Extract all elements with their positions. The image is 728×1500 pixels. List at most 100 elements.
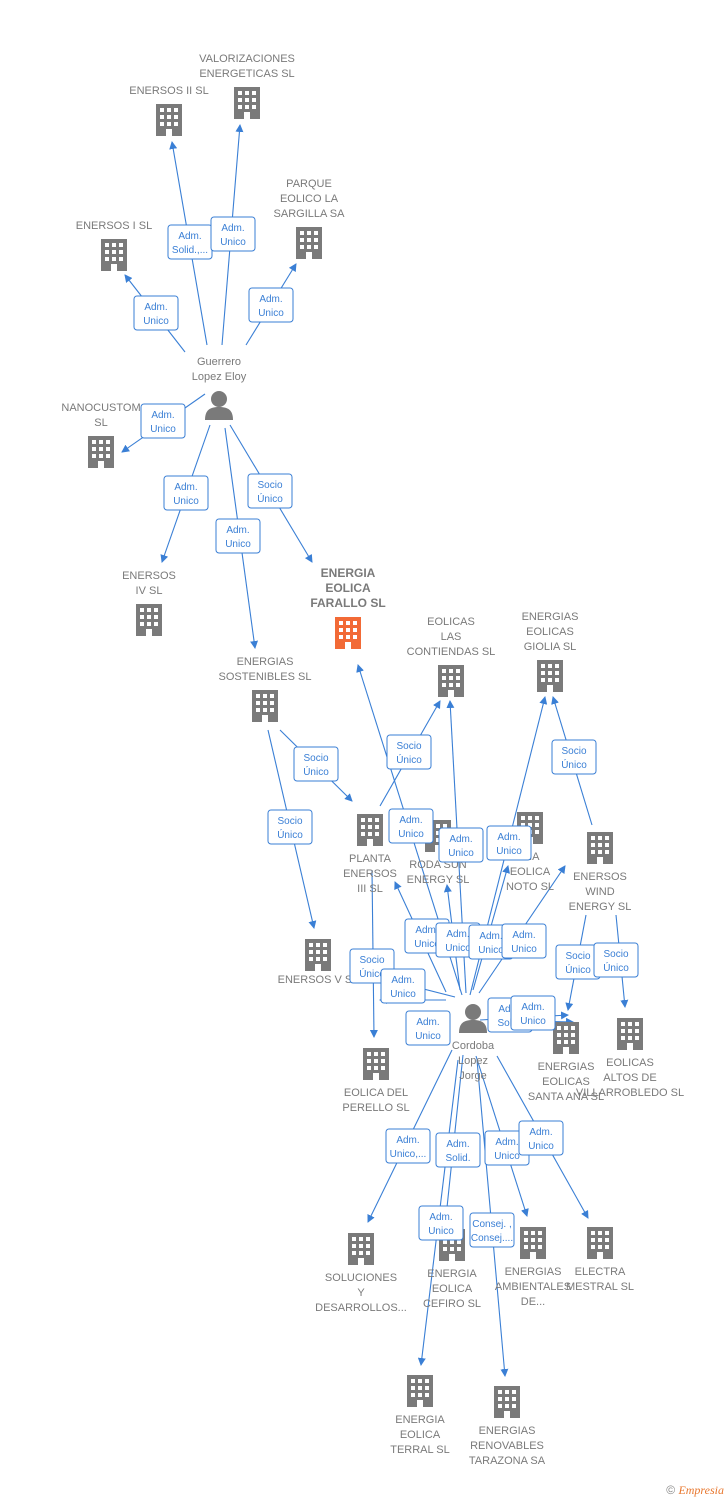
building-icon — [357, 814, 383, 846]
person-icon — [459, 1004, 487, 1033]
building-icon — [494, 1386, 520, 1418]
relation-label[interactable]: Adm.Unico — [484, 1130, 530, 1166]
relation-box — [140, 403, 186, 439]
relation-text: Unico — [511, 944, 537, 955]
company-node[interactable]: ENERSOS II SL — [129, 85, 209, 136]
relation-box — [405, 1010, 451, 1046]
relation-label[interactable]: Adm.Unico — [518, 1120, 564, 1156]
company-node[interactable]: ENERSOS I SL — [76, 220, 152, 271]
relation-text: Socio — [257, 480, 282, 491]
relation-label[interactable]: Consej. ,Consej.... — [469, 1212, 515, 1248]
relation-label[interactable]: Adm.Unico — [418, 1205, 464, 1241]
node-label: EOLICAS — [427, 616, 475, 628]
relation-box — [501, 923, 547, 959]
node-label: EOLICA — [400, 1429, 441, 1441]
relation-text: Socio — [277, 816, 302, 827]
relation-label[interactable]: Adm. Unico — [133, 295, 179, 331]
relation-box — [215, 518, 261, 554]
relation-text: Unico — [143, 316, 169, 327]
company-node[interactable]: ENERSOS V SL — [278, 939, 359, 986]
building-icon — [156, 104, 182, 136]
relation-box — [293, 746, 339, 782]
node-label: Guerrero — [197, 356, 241, 368]
relation-text: Adm. — [495, 1137, 518, 1148]
relation-box — [486, 825, 532, 861]
relation-box — [267, 809, 313, 845]
relation-box — [163, 475, 209, 511]
relation-label[interactable]: Adm.Solid.,... — [167, 224, 213, 260]
node-label: ENERSOS I SL — [76, 220, 152, 232]
relation-text: Adm. — [521, 1002, 544, 1013]
node-label: DE... — [521, 1296, 545, 1308]
relation-label[interactable]: Adm.Unico — [215, 518, 261, 554]
node-label: SOSTENIBLES SL — [219, 671, 312, 683]
node-label: MESTRAL SL — [566, 1281, 634, 1293]
node-label: WIND — [585, 886, 614, 898]
relation-label[interactable]: Adm. Unico — [486, 825, 532, 861]
relation-label[interactable]: Adm.Unico — [501, 923, 547, 959]
relation-box — [380, 968, 426, 1004]
relation-text: Adm. — [144, 302, 167, 313]
building-icon — [520, 1227, 546, 1259]
relation-text: Unico — [390, 989, 416, 1000]
relation-text: Adm. — [497, 832, 520, 843]
relation-label[interactable]: Adm.Solid. — [435, 1132, 481, 1168]
relation-text: Unico — [173, 496, 199, 507]
company-node[interactable]: ENERGIASAMBIENTALESDE... — [495, 1227, 571, 1308]
node-label: ENERGIAS — [479, 1425, 536, 1437]
relation-text: Solid. — [445, 1153, 470, 1164]
relation-label[interactable]: Adm.Unico — [510, 995, 556, 1031]
company-node[interactable]: SOLUCIONESYDESARROLLOS... — [315, 1233, 407, 1314]
relation-text: Adm. — [174, 482, 197, 493]
relation-label[interactable]: Adm.Unico — [438, 827, 484, 863]
relation-label[interactable]: Adm.Unico — [248, 287, 294, 323]
relation-label[interactable]: Adm.Unico — [210, 216, 256, 252]
relation-label[interactable]: Adm.Unico — [140, 403, 186, 439]
node-label: CEFIRO SL — [423, 1298, 481, 1310]
relation-text: Socio — [603, 949, 628, 960]
relation-label[interactable]: Adm.Unico — [380, 968, 426, 1004]
building-icon — [553, 1022, 579, 1054]
relation-label[interactable]: Adm.Unico — [388, 808, 434, 844]
building-icon — [363, 1048, 389, 1080]
relation-label[interactable]: Adm.Unico — [405, 1010, 451, 1046]
relation-text: Único — [396, 753, 422, 766]
relation-text: Unico — [496, 846, 522, 857]
footer-brand[interactable]: © Empresia — [666, 1483, 724, 1498]
relation-text: Adm. — [529, 1127, 552, 1138]
relation-text: Adm. — [178, 231, 201, 242]
node-label: LAS — [441, 631, 462, 643]
relation-label[interactable]: Adm.Unico,... — [385, 1128, 431, 1164]
relation-label[interactable]: Adm. Unico — [163, 475, 209, 511]
relation-text: Unico — [478, 945, 504, 956]
node-label: AMBIENTALES — [495, 1281, 571, 1293]
relation-text: Unico — [448, 848, 474, 859]
relation-box — [386, 734, 432, 770]
